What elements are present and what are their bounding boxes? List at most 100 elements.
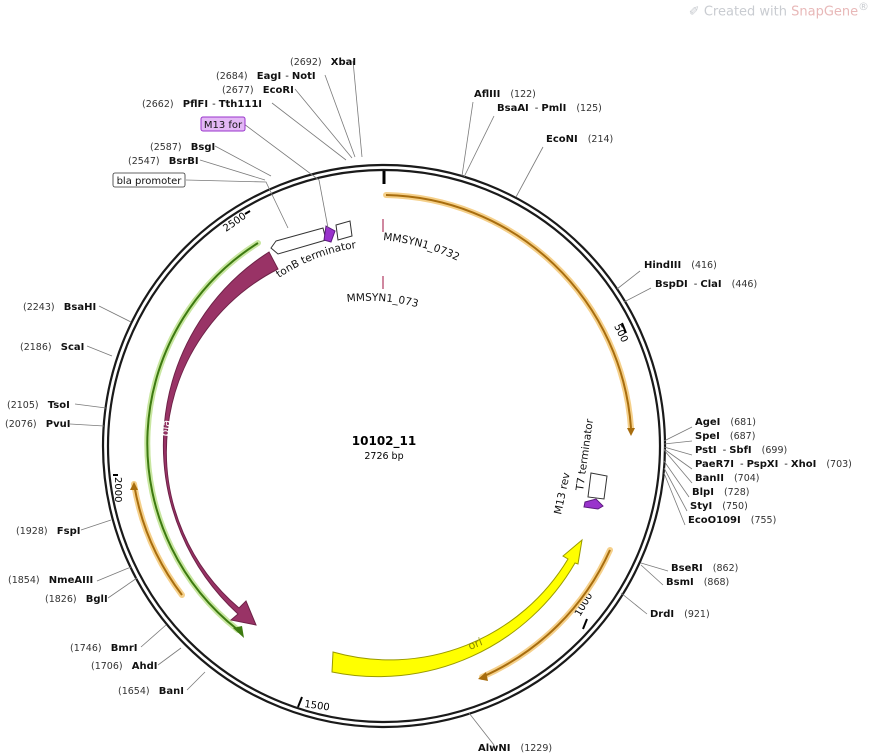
site-bsrbi[interactable]: (2547) BsrBI: [128, 156, 199, 167]
tick-label-500: 500: [611, 322, 629, 344]
tick-labels: 500 1000 1500 2000 2500: [112, 211, 630, 714]
snapgene-logo-icon: ✐: [688, 4, 700, 20]
bla-promoter-callout[interactable]: bla promoter: [112, 172, 186, 188]
tick-mark-2500: [244, 210, 251, 215]
site-blpi[interactable]: BlpI(728): [692, 487, 749, 498]
leader-fspi: [80, 519, 112, 531]
site-styi[interactable]: StyI(750): [690, 501, 748, 512]
watermark-mark: ®: [858, 0, 869, 13]
leader-econi: [515, 146, 544, 198]
leader-styi: [663, 467, 688, 512]
site-econi[interactable]: EcoNI(214): [546, 134, 613, 145]
site-drdi[interactable]: DrdI(921): [650, 609, 710, 620]
leader-bani: [186, 671, 206, 691]
leader-blpi: [663, 460, 690, 498]
site-bsmi[interactable]: BsmI(868): [666, 577, 729, 588]
site-ecoo109i[interactable]: EcoO109I(755): [688, 515, 776, 526]
site-bsahi[interactable]: (2243) BsaHI: [23, 302, 96, 313]
orf-arc-left-arrow-icon: [130, 482, 138, 490]
m13-for-primer[interactable]: [323, 225, 336, 243]
leader-xbai: [352, 60, 363, 158]
leader-banii: [663, 449, 693, 484]
leader-afliii: [461, 101, 474, 177]
site-bsgi[interactable]: (2587) BsgI: [150, 142, 215, 153]
bla-promoter-callout-box[interactable]: [112, 172, 186, 188]
tick-mark-1500: [297, 696, 303, 708]
site-afliii[interactable]: AflIII(122): [474, 89, 536, 100]
leader-psti: [663, 446, 693, 456]
leader-paer7i: [663, 448, 693, 470]
ori-label: ori: [466, 635, 484, 652]
site-alwni[interactable]: AlwNI(1229): [478, 743, 552, 754]
site-psti-sbfi[interactable]: PstI-SbfI(699): [695, 445, 787, 456]
site-bseri[interactable]: BseRI(862): [671, 563, 738, 574]
leader-bgli: [107, 577, 138, 599]
orf-arc-left: [133, 483, 183, 596]
leader-bsahi: [98, 305, 132, 323]
leader-bsmi: [640, 564, 664, 586]
leader-bseri: [640, 562, 669, 572]
m13-for-callout[interactable]: M13 for: [200, 116, 246, 132]
site-eagi-noti[interactable]: (2684) EagI-NotI: [216, 71, 316, 82]
site-spei[interactable]: SpeI(687): [695, 431, 755, 442]
tick-label-1500: 1500: [304, 699, 331, 713]
site-pflfi-tth111i[interactable]: (2662) PflFI-Tth111I: [142, 99, 262, 110]
m13-for-box: [335, 220, 353, 241]
site-banii[interactable]: BanII(704): [695, 473, 759, 484]
leader-bspdi: [623, 287, 652, 303]
bla-feature[interactable]: [162, 251, 279, 626]
leader-alwni: [468, 712, 495, 746]
leader-drdi: [620, 592, 648, 615]
orf-arcs-orange: [130, 192, 635, 681]
mmsyn1-label-1: MMSYN1_0732: [383, 231, 462, 263]
leader-bla-promoter: [185, 179, 289, 229]
site-ahdi[interactable]: (1706) AhdI: [91, 661, 158, 672]
restriction-site-labels: (2692) XbaI (2684) EagI-NotI (2677) EcoR…: [5, 57, 852, 754]
site-nmeaiii[interactable]: (1854) NmeAIII: [8, 575, 93, 586]
site-bspdi-clai[interactable]: BspDI-ClaI(446): [655, 279, 757, 290]
tick-mark-1000: [582, 618, 588, 630]
site-bani[interactable]: (1654) BanI: [118, 686, 184, 697]
orf-arc-top-right: [385, 194, 632, 429]
leader-tsoi: [74, 403, 107, 409]
site-hindiii[interactable]: HindIII(416): [644, 260, 717, 271]
tonb-terminator-feature[interactable]: [270, 227, 327, 255]
orf-arc-bottom-right: [481, 549, 611, 678]
site-scai[interactable]: (2186) ScaI: [20, 342, 84, 353]
snapgene-watermark: ✐ Created with SnapGene®: [689, 0, 869, 19]
leader-ecoo109i: [663, 472, 686, 526]
tick-mark-500: [621, 322, 627, 334]
watermark-prefix: Created with: [703, 4, 792, 20]
site-tsoi[interactable]: (2105) TsoI: [7, 400, 70, 411]
site-xbai[interactable]: (2692) XbaI: [290, 57, 356, 68]
leader-ahdi: [157, 647, 182, 666]
mmsyn1-label-2: MMSYN1_0732: [0, 0, 420, 310]
m13-rev-primer[interactable]: [583, 498, 604, 510]
leader-bsrbi: [199, 159, 266, 181]
site-paer7i-pspxi-xhoi[interactable]: PaeR7I-PspXI-XhoI(703): [695, 459, 852, 470]
leader-spei: [663, 440, 693, 445]
site-pvui[interactable]: (2076) PvuI: [5, 419, 70, 430]
t7-terminator-feature[interactable]: [587, 472, 608, 500]
site-ecori[interactable]: (2677) EcoRI: [222, 85, 294, 96]
plasmid-length: 2726 bp: [364, 451, 403, 462]
bla-promoter-callout-label: bla promoter: [117, 176, 183, 187]
watermark-brand: SnapGene: [791, 4, 859, 20]
leader-bmri: [140, 624, 167, 648]
m13-rev-label: M13 rev: [552, 472, 573, 516]
orf-arc-green-line: [146, 242, 259, 631]
site-bmri[interactable]: (1746) BmrI: [70, 643, 137, 654]
leader-lines: [69, 60, 693, 746]
site-bsaai-pmli[interactable]: BsaAI-PmlI(125): [497, 103, 602, 114]
ori-feature[interactable]: [331, 538, 583, 678]
site-bgli[interactable]: (1826) BglI: [45, 594, 108, 605]
m13-for-callout-box[interactable]: [200, 116, 246, 132]
orf-arc-bottom-right-arrow-icon: [478, 672, 488, 681]
leader-pvui: [69, 423, 105, 427]
plasmid-name: 10102_11: [352, 434, 416, 449]
site-agei[interactable]: AgeI(681): [695, 417, 756, 428]
site-fspi[interactable]: (1928) FspI: [16, 526, 80, 537]
leader-ecori: [294, 88, 353, 159]
leader-bsgi: [214, 145, 272, 177]
